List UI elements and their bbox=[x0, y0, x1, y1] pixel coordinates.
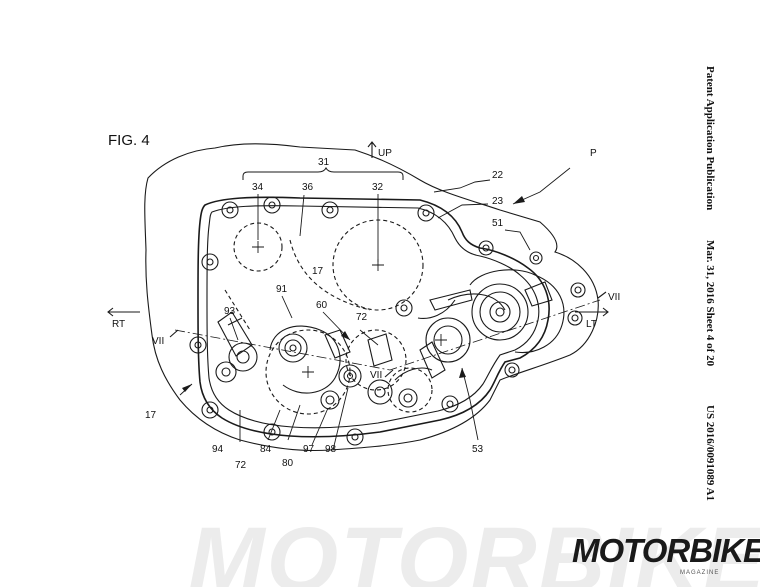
label-p: P bbox=[590, 148, 597, 159]
label-53: 53 bbox=[472, 444, 484, 455]
motorbike-logo: MOTORBIKE bbox=[572, 532, 760, 569]
label-vii-left: VII bbox=[152, 336, 164, 347]
label-36: 36 bbox=[302, 182, 314, 193]
right-cover-assembly bbox=[417, 269, 565, 363]
inner-gasket-second-line bbox=[206, 205, 540, 429]
label-22: 22 bbox=[492, 170, 504, 181]
header-date-sheet: Mar. 31, 2016 Sheet 4 of 20 bbox=[704, 240, 716, 367]
section-marks bbox=[169, 291, 607, 378]
label-34: 34 bbox=[252, 182, 264, 193]
label-84: 84 bbox=[260, 444, 272, 455]
inner-gasket-outline bbox=[197, 196, 550, 438]
label-60: 60 bbox=[316, 300, 328, 311]
label-vii-right: VII bbox=[608, 292, 620, 303]
label-94: 94 bbox=[212, 444, 224, 455]
label-80: 80 bbox=[282, 458, 294, 469]
figure-title: FIG. 4 bbox=[108, 132, 150, 149]
background-watermark: MOTORBIKE bbox=[188, 509, 760, 587]
label-23: 23 bbox=[492, 196, 504, 207]
arrowheads bbox=[182, 196, 525, 392]
label-up: UP bbox=[378, 148, 392, 159]
section-line-vii bbox=[174, 299, 601, 371]
shaft-centers bbox=[252, 241, 447, 378]
hidden-gears bbox=[224, 219, 433, 415]
direction-arrows bbox=[107, 141, 609, 317]
label-72-lower: 72 bbox=[235, 460, 247, 471]
header-patent-number: US 2016/0091089 A1 bbox=[704, 405, 716, 501]
label-32: 32 bbox=[372, 182, 384, 193]
label-vii-center: VII bbox=[370, 370, 382, 381]
label-98: 98 bbox=[325, 444, 337, 455]
brace-31 bbox=[242, 166, 404, 180]
label-93: 93 bbox=[224, 306, 236, 317]
header-publication: Patent Application Publication bbox=[704, 66, 716, 211]
label-97: 97 bbox=[303, 444, 315, 455]
label-91: 91 bbox=[276, 284, 288, 295]
bolt-bosses bbox=[189, 196, 586, 446]
label-72-upper: 72 bbox=[356, 312, 368, 323]
shift-mechanism bbox=[215, 293, 506, 410]
label-17-inner: 17 bbox=[312, 266, 324, 277]
label-51: 51 bbox=[492, 218, 504, 229]
label-17-outer: 17 bbox=[145, 410, 157, 421]
label-rt: RT bbox=[112, 319, 125, 330]
motorbike-logo-subtext: MAGAZINE bbox=[680, 570, 720, 576]
label-lt: LT bbox=[586, 319, 597, 330]
outer-case-outline bbox=[144, 143, 599, 452]
label-31: 31 bbox=[318, 157, 330, 168]
